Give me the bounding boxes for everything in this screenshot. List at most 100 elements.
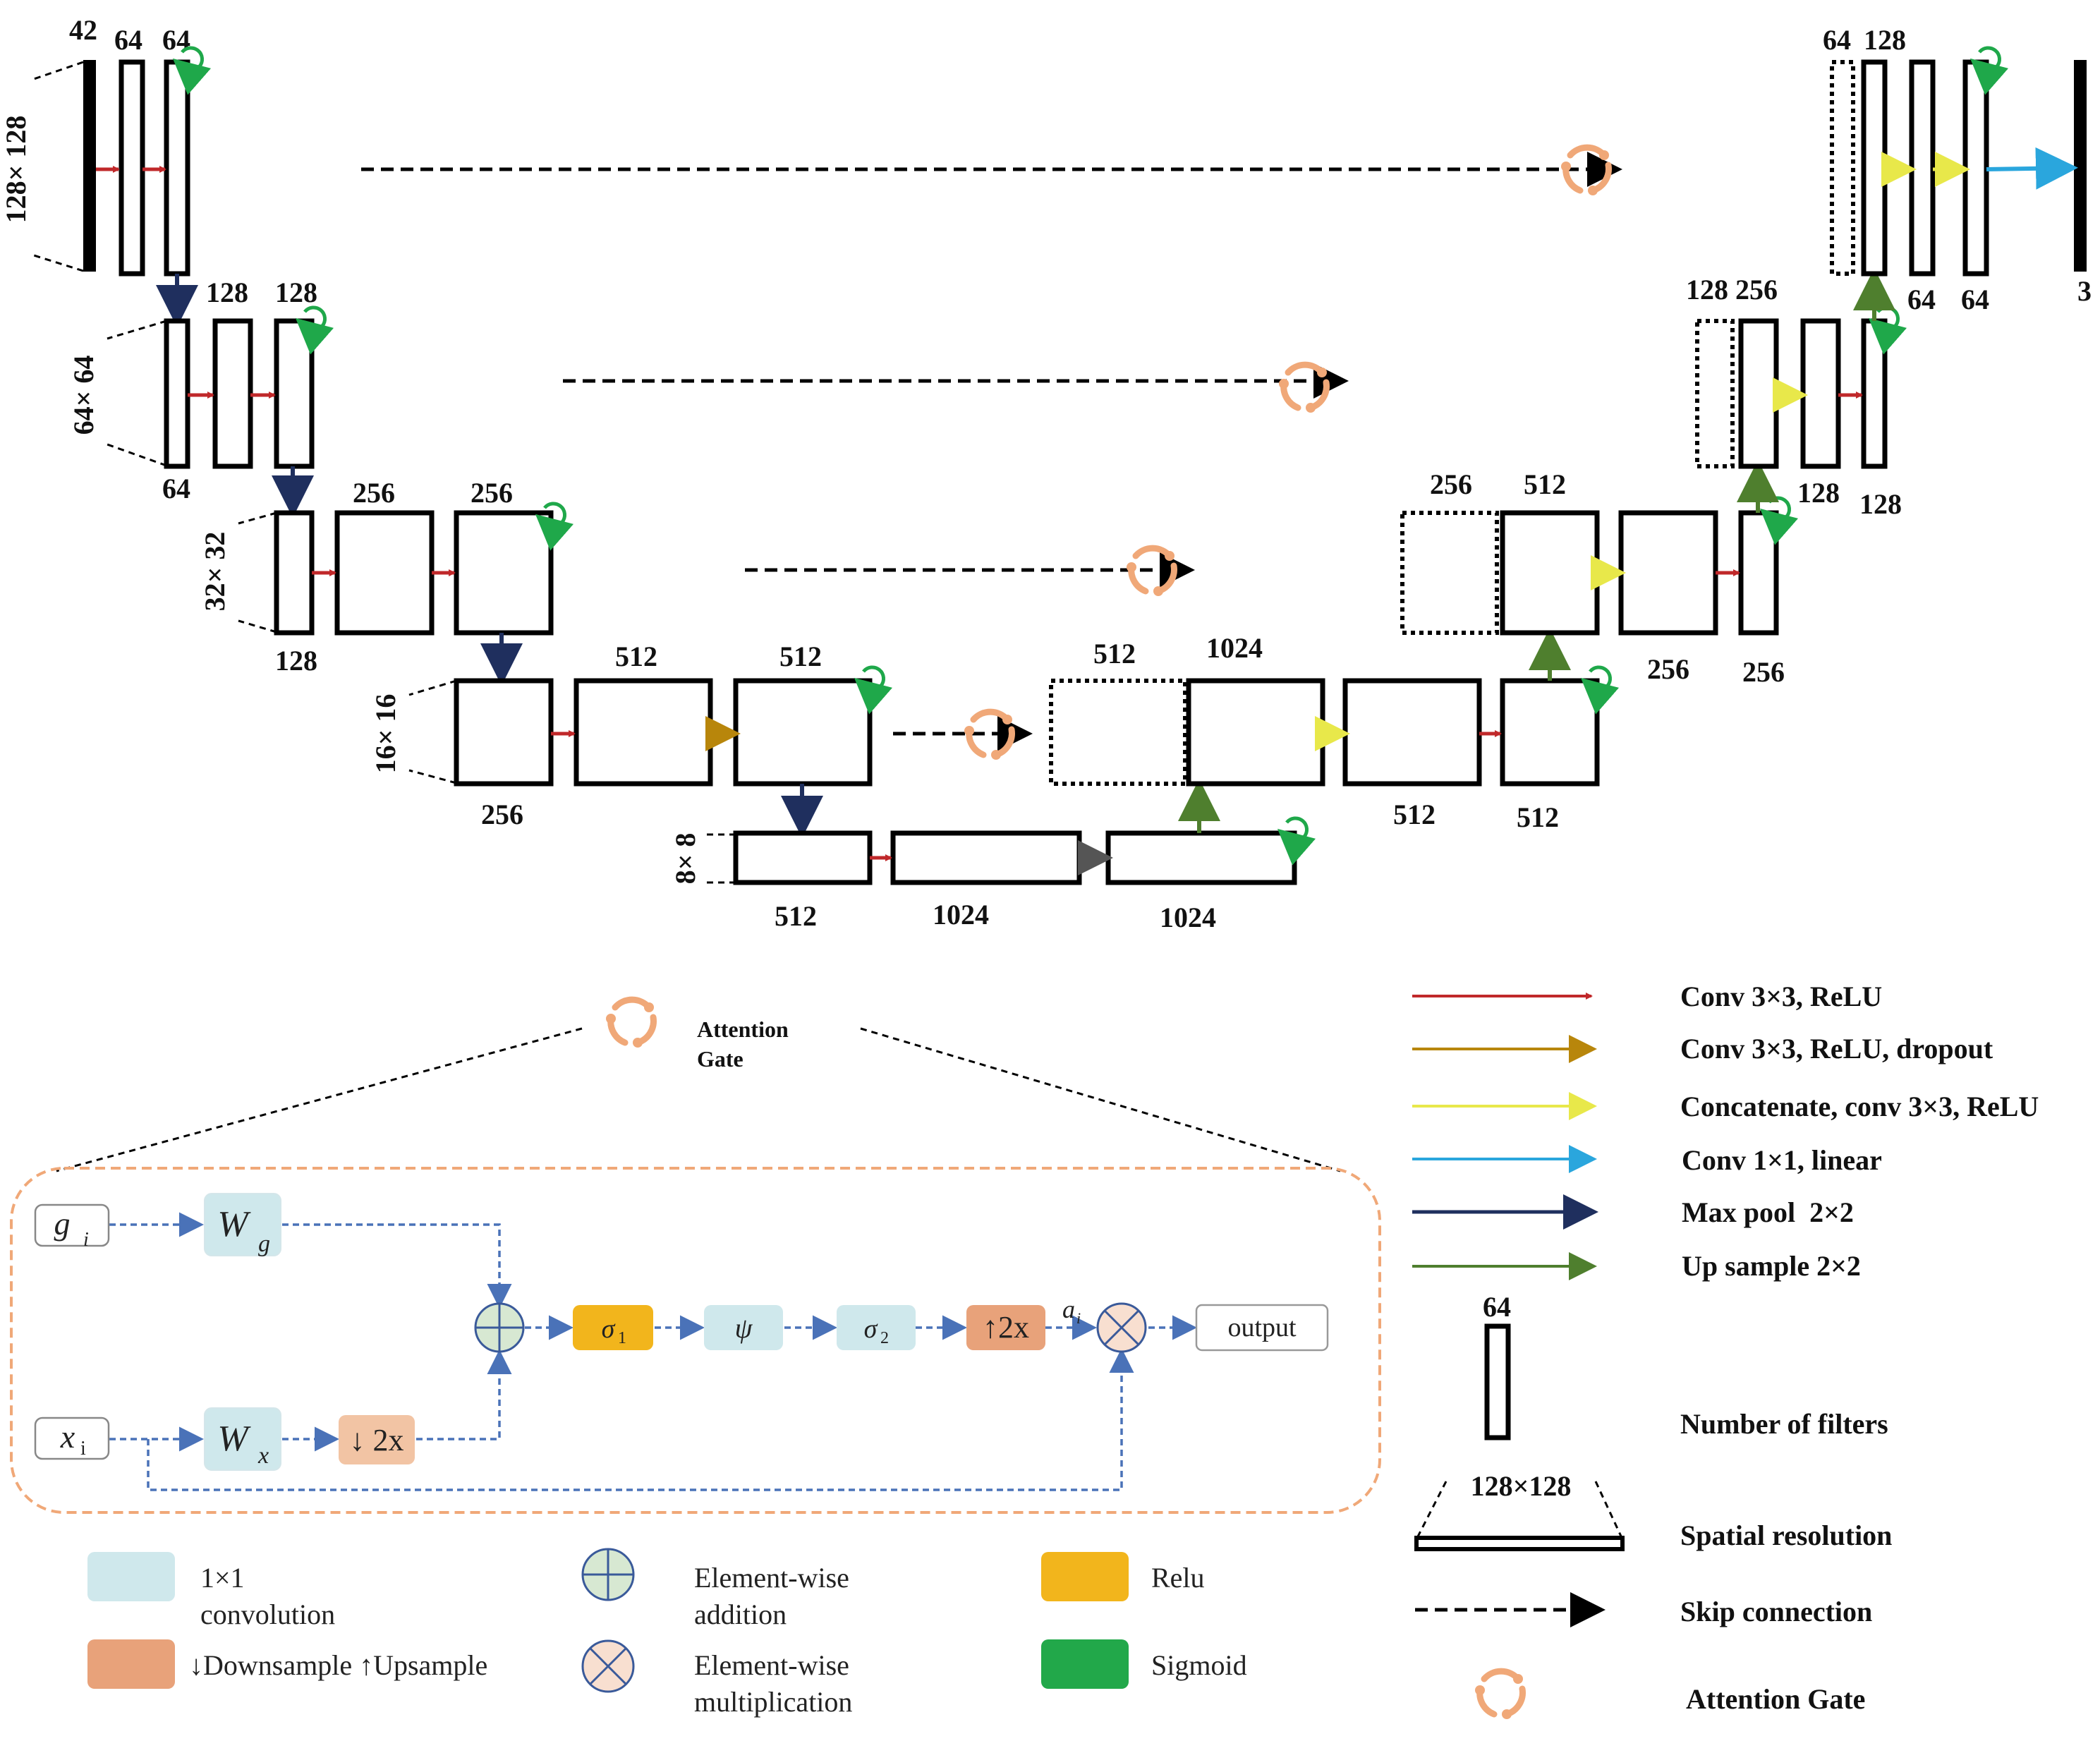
- dec4-c2-label: 512: [1393, 799, 1436, 830]
- enc4-f1-label: 512: [615, 641, 657, 672]
- dec1-conv1-block: [1861, 59, 1888, 277]
- dec2-conv3-block: [1861, 318, 1888, 469]
- dec1-concat-block: [1830, 60, 1855, 276]
- legend-multiply-icon-2: [588, 1646, 628, 1686]
- sigma2-label: σ: [864, 1314, 878, 1344]
- dec3-concat-block: [1400, 511, 1499, 635]
- wg-to-add-connector: [282, 1223, 512, 1309]
- bottleneck-f2-label: 1024: [1160, 902, 1216, 933]
- dec3-conv1-block: [1500, 510, 1600, 636]
- dec1-c3-label: 64: [1961, 284, 1989, 315]
- dec1-conv2-block: [1909, 59, 1936, 277]
- enc4-conv1-block: [573, 678, 713, 787]
- psi-label: ψ: [735, 1312, 753, 1344]
- wg-conv-subscript: g: [258, 1231, 270, 1257]
- legend-conv1x1-swatch: [87, 1552, 175, 1601]
- enc4-in-block: [454, 678, 554, 787]
- conv1x1-arrow: [1986, 147, 2078, 190]
- output-box: [1195, 1304, 1329, 1352]
- sigma2-box: [837, 1305, 916, 1350]
- dec3-c3-label: 256: [1742, 656, 1785, 688]
- enc4-conv2-block: [733, 678, 873, 787]
- enc2-conv1-block: [212, 318, 253, 469]
- sigma2-subscript: 2: [880, 1329, 889, 1347]
- enc3-resolution-label: 32× 32: [199, 532, 231, 612]
- sigma1-label: σ: [602, 1314, 616, 1344]
- enc3-f2-label: 256: [471, 477, 513, 509]
- sigma1-relu-box: [573, 1305, 653, 1350]
- encoder: 42 64 64 128× 128 128 128 64 64× 64 256 …: [0, 14, 1307, 933]
- downsample-label: ↓ 2x: [350, 1423, 404, 1457]
- decoder: 512 1024 512 512 256 512 256 256 128 256…: [1049, 24, 2092, 833]
- input-channels-label: 42: [69, 14, 97, 46]
- dec1-c2-label: 64: [1907, 284, 1936, 315]
- enc1-f2-label: 64: [162, 24, 190, 56]
- legend-multiply-line1: Element-wise: [694, 1649, 849, 1681]
- enc2-resolution-leader-bottom: [107, 443, 167, 467]
- attention-gate-icon: [1127, 548, 1175, 596]
- legend-conv-dropout-label: Conv 3×3, ReLU, dropout: [1680, 1033, 1993, 1064]
- enc2-f1-label: 128: [206, 277, 248, 308]
- dec4-c1-label: 1024: [1206, 632, 1263, 664]
- enc2-fin-label: 64: [162, 473, 190, 504]
- legend-resolution-example: 128×128: [1471, 1470, 1572, 1502]
- enc1-f1-label: 64: [114, 24, 142, 56]
- dec2-conv2-block: [1800, 318, 1841, 469]
- attention-gate-title-icon: [606, 1000, 654, 1048]
- dec4-conv1-block: [1186, 678, 1325, 787]
- multiply-node-stroke-2: [1103, 1309, 1140, 1346]
- down-to-add-connector: [416, 1349, 512, 1440]
- output-label: output: [1227, 1313, 1297, 1342]
- legend-filters-label: Number of filters: [1680, 1408, 1888, 1440]
- psi-box: [704, 1305, 783, 1350]
- enc1-resolution-leader-top: [33, 61, 84, 80]
- attention-gate-icon: [1279, 365, 1327, 413]
- wg-conv-label: W: [217, 1204, 251, 1244]
- alpha-label: a: [1062, 1295, 1075, 1323]
- dec1-c1-label: 128: [1864, 24, 1906, 56]
- dec3-conv3-block: [1738, 510, 1779, 636]
- legend-attention-gate-label: Attention Gate: [1686, 1683, 1865, 1715]
- legend-conv-relu-label: Conv 3×3, ReLU: [1680, 981, 1882, 1012]
- legend-attention-gate-icon: [1475, 1671, 1523, 1719]
- wx-conv-box: [204, 1407, 281, 1471]
- attention-gate-icon: [964, 712, 1012, 760]
- upsample-box: [966, 1305, 1045, 1350]
- dec3-conv2-block: [1618, 510, 1718, 636]
- x-input-box: [34, 1417, 110, 1460]
- legend-relu-label: Relu: [1151, 1562, 1205, 1594]
- enc3-resolution-leader-bottom: [238, 619, 277, 633]
- upsample-label: ↑2x: [983, 1310, 1029, 1345]
- enc4-resolution-leader-bottom: [408, 769, 457, 784]
- legend-resolution-leader-left: [1415, 1481, 1447, 1540]
- g-input-label: g: [54, 1206, 71, 1242]
- output-block: [2074, 60, 2087, 272]
- enc3-resolution-leader-top: [238, 511, 277, 525]
- dec2-concat-label: 128: [1686, 274, 1728, 305]
- g-input-box: [34, 1203, 110, 1247]
- downsample-box: [339, 1415, 415, 1464]
- bottleneck-f1-label: 1024: [933, 899, 989, 930]
- legend-conv1x1-line2: convolution: [200, 1599, 335, 1630]
- enc1-resolution-leader-bottom: [33, 254, 84, 272]
- dec2-concat-block: [1695, 319, 1735, 468]
- legend-relu-swatch: [1041, 1552, 1129, 1601]
- input-block: [83, 60, 96, 272]
- enc4-resolution-label: 16× 16: [370, 694, 401, 774]
- enc3-conv1-block: [334, 510, 435, 636]
- wx-conv-label: W: [217, 1419, 251, 1459]
- skip-connections: [361, 147, 1622, 760]
- dec3-concat-label: 256: [1430, 468, 1472, 500]
- enc4-f2-label: 512: [779, 641, 822, 672]
- enc2-resolution-label: 64× 64: [68, 356, 99, 435]
- dec2-c2-label: 128: [1797, 477, 1840, 509]
- dec4-conv2-block: [1342, 678, 1482, 787]
- legend-downup-swatch: [87, 1639, 175, 1689]
- gate-detail-frame: [10, 1167, 1381, 1514]
- legend-conv1x1-label: Conv 1×1, linear: [1682, 1144, 1882, 1176]
- enc3-conv2-block: [454, 510, 554, 636]
- legend-upsample-label: Up sample 2×2: [1682, 1250, 1861, 1282]
- enc4-resolution-leader-top: [408, 679, 457, 696]
- dec4-c3-label: 512: [1517, 801, 1559, 833]
